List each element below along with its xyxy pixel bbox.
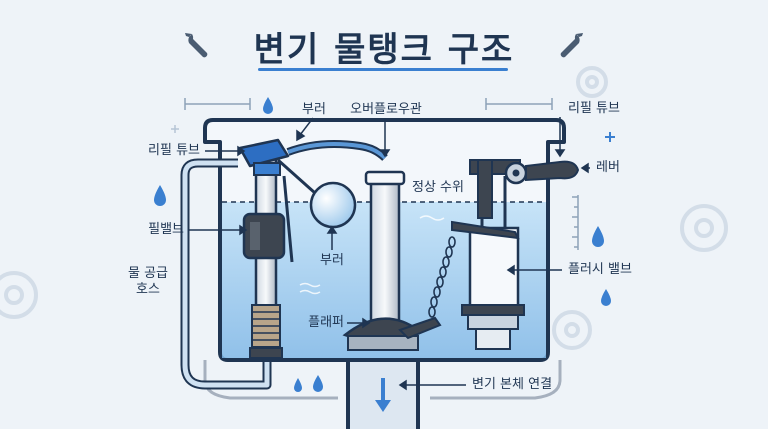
label-water-level: 정상 수위 [412,180,464,195]
lever-handle [525,160,580,182]
label-overflow-tube: 오버플로우관 [350,102,422,117]
label-lever: 레버 [596,160,620,175]
label-refill-tube-right: 리필 튜브 [568,101,620,116]
label-supply-hose: 물 공급 호스 [127,266,169,297]
flush-valve [461,176,525,350]
flow-down-arrow [375,378,391,412]
overflow-tube [364,170,406,330]
lever-arm [451,220,520,240]
gear-icon [0,66,728,350]
label-refill-tube-left: 리필 튜브 [148,143,200,158]
label-flush-valve: 플러시 밸브 [568,262,632,277]
float-ball [309,181,357,229]
water-drop-icon [154,97,615,392]
label-float-inner: 부러 [320,253,344,268]
wrench-icon [185,33,208,58]
page-title: 변기 물탱크 구조 [253,30,515,70]
label-float-top: 부러 [302,102,326,117]
wrench-icon [560,33,583,58]
label-flapper: 플래퍼 [308,315,344,330]
fill-valve [238,138,290,359]
label-toilet-connection: 변기 본체 연결 [472,377,553,392]
title-underline [258,68,508,71]
tank-outlet [346,360,420,429]
flapper-chain [428,236,456,318]
label-fill-valve: 필밸브 [148,222,184,237]
